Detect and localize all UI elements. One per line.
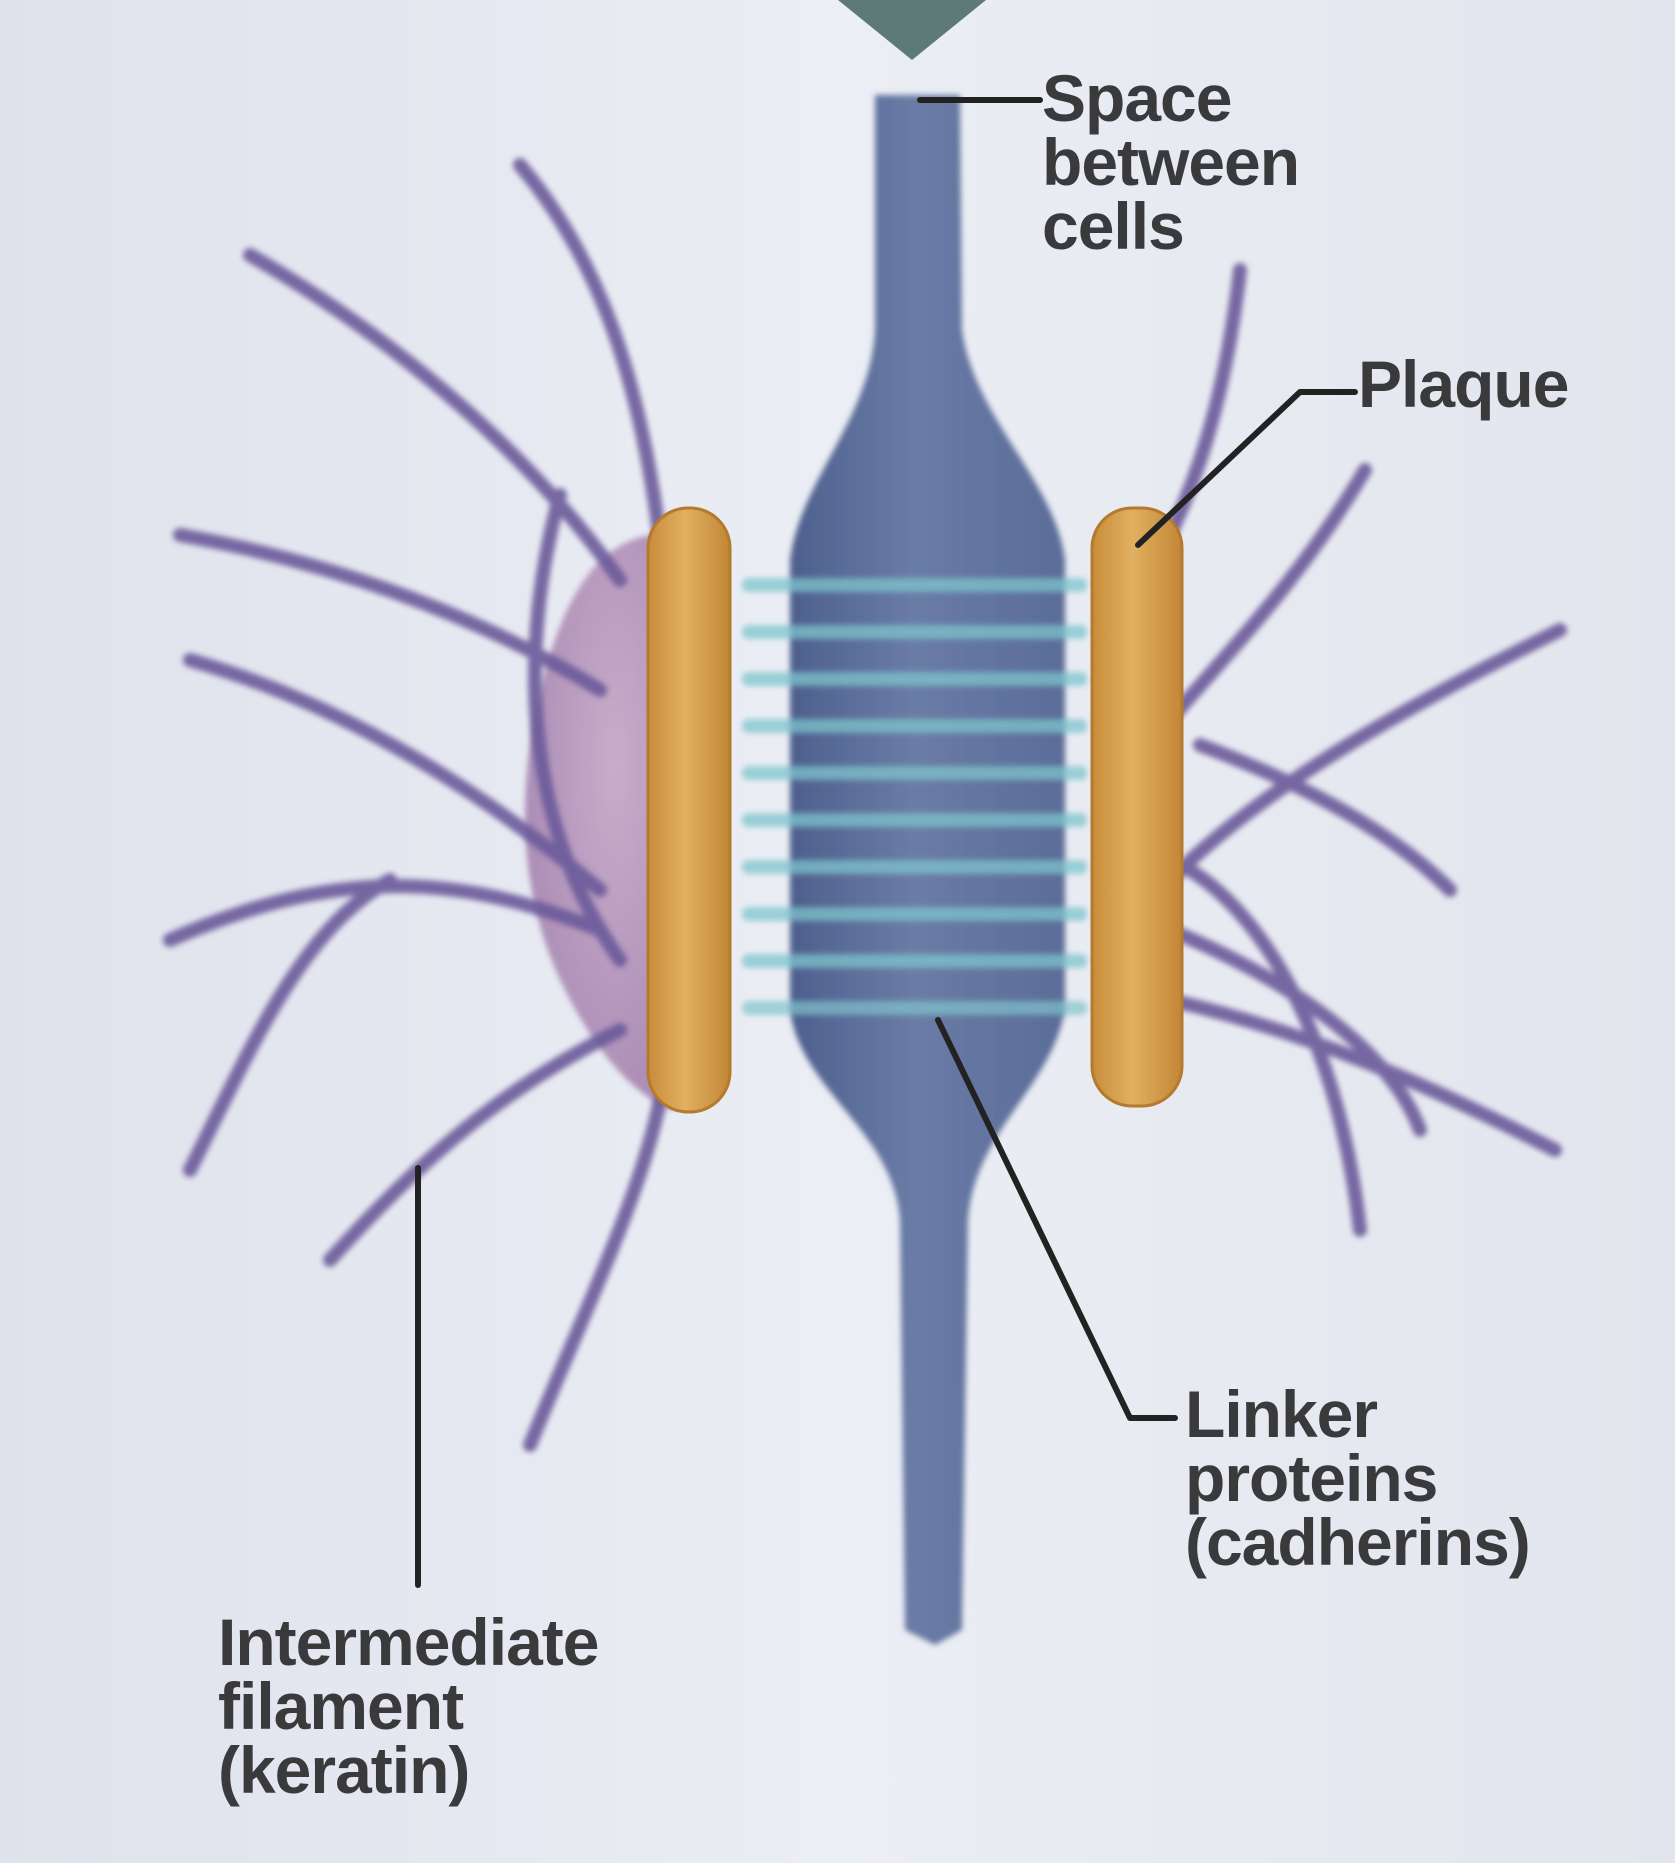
space-label-line-2: between (1042, 125, 1300, 199)
filament-label-line-3: (keratin) (218, 1733, 470, 1807)
filament-label-line-1: Intermediate (218, 1605, 599, 1679)
intermediate-filament-label: Intermediate filament (keratin) (218, 1605, 599, 1807)
right-plaque (1090, 506, 1184, 1108)
filament-label-line-2: filament (218, 1669, 464, 1743)
space-label-line-1: Space (1042, 61, 1232, 135)
linker-leader-line (935, 1017, 1178, 1421)
right-filaments (1133, 263, 1567, 1237)
linker-label-line-3: (cadherins) (1185, 1505, 1531, 1579)
cadherin-bands (742, 578, 1087, 1015)
leader-lines (415, 97, 1358, 1588)
left-plaque (646, 506, 732, 1114)
plaque-label: Plaque (1358, 347, 1569, 421)
space-between-cells-label: Space between cells (1042, 61, 1300, 263)
top-marker-icon (838, 0, 986, 60)
space-label-line-3: cells (1042, 189, 1185, 263)
linker-proteins-label: Linker proteins (cadherins) (1185, 1377, 1531, 1579)
membrane-bulge (525, 535, 675, 1110)
plaque-leader-line (1135, 389, 1358, 548)
left-filaments (163, 158, 667, 1452)
linker-label-line-2: proteins (1185, 1441, 1438, 1515)
plaque-label-line-1: Plaque (1358, 347, 1569, 421)
linker-label-line-1: Linker (1185, 1377, 1378, 1451)
